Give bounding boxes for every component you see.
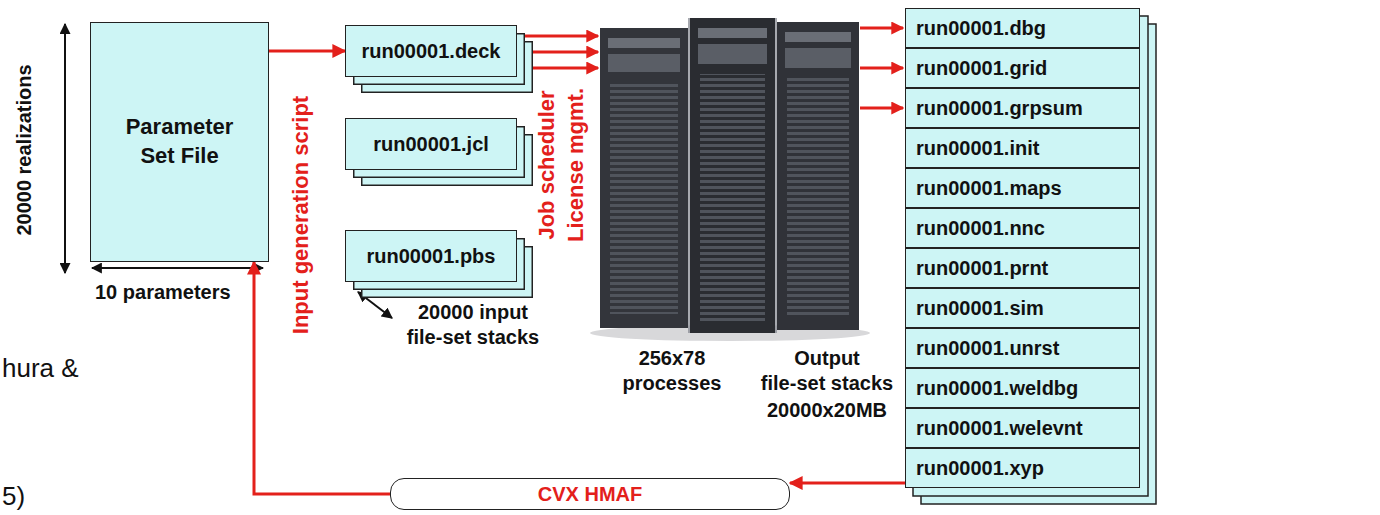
output-arrow <box>860 107 903 110</box>
job-arrow <box>520 35 598 38</box>
dimension-label: 20000 realizations <box>12 64 37 235</box>
flow-arrow <box>790 482 905 485</box>
box-text: run00001.pbs <box>367 243 496 269</box>
flow-arrow <box>254 262 390 494</box>
flow-arrow <box>269 50 345 53</box>
box-text: run00001.weldbg <box>916 375 1078 401</box>
box-text: run00001.xyp <box>916 455 1044 481</box>
dimension-arrow <box>92 267 263 269</box>
output-file-row: run00001.init <box>905 128 1140 168</box>
job-arrow <box>520 51 598 54</box>
rack-unit <box>608 38 680 48</box>
parameter-file-box: Parameter Set File <box>90 22 269 262</box>
dimension-arrow <box>358 292 392 318</box>
caption-label: Output <box>752 346 902 371</box>
box-text: run00001.init <box>916 135 1039 161</box>
output-file-row: run00001.sim <box>905 288 1140 328</box>
rack-edge <box>775 18 777 333</box>
caption-label: file-set stacks <box>752 371 902 396</box>
output-file-row: run00001.xyp <box>905 448 1140 488</box>
output-file-row: run00001.dbg <box>905 8 1140 48</box>
process-box: CVX HMAF <box>390 478 790 510</box>
box-text: run00001.nnc <box>916 215 1045 241</box>
output-file-row: run00001.grid <box>905 48 1140 88</box>
rack-slots <box>787 78 849 318</box>
rack-unit <box>608 54 680 72</box>
output-file-row: run00001.prnt <box>905 248 1140 288</box>
output-file-row: run00001.unrst <box>905 328 1140 368</box>
rack-slots <box>610 84 678 314</box>
dimension-label: 20000 input file-set stacks <box>398 300 548 350</box>
citation-fragment: 5) <box>2 480 25 513</box>
output-file-row: run00001.maps <box>905 168 1140 208</box>
input-file-box: run00001.pbs <box>345 230 517 282</box>
rack-edge <box>688 18 690 333</box>
server-rack <box>777 22 859 330</box>
box-text: run00001.grpsum <box>916 95 1083 121</box>
rack-unit <box>785 32 851 42</box>
box-text: run00001.maps <box>916 175 1062 201</box>
output-arrow <box>860 67 903 70</box>
box-text: CVX HMAF <box>538 481 642 507</box>
box-text: run00001.sim <box>916 295 1044 321</box>
box-text: run00001.prnt <box>916 255 1048 281</box>
rack-slots <box>700 74 765 322</box>
output-file-row: run00001.grpsum <box>905 88 1140 128</box>
box-text: Parameter Set File <box>121 113 238 170</box>
citation-fragment: hura & <box>2 352 79 385</box>
output-file-row: run00001.welevnt <box>905 408 1140 448</box>
process-label: License mgmt. <box>562 88 590 242</box>
server-rack <box>600 28 688 328</box>
rack-unit <box>698 44 767 64</box>
rack-unit <box>785 48 851 68</box>
box-text: run00001.deck <box>362 38 501 64</box>
output-file-row: run00001.weldbg <box>905 368 1140 408</box>
caption-label: 256x78 processes <box>612 346 732 396</box>
process-label: Job scheduler <box>533 90 561 239</box>
dimension-label: 10 parameters <box>95 280 231 305</box>
box-text: run00001.grid <box>916 55 1047 81</box>
output-file-row: run00001.nnc <box>905 208 1140 248</box>
input-file-box: run00001.deck <box>345 25 517 77</box>
process-label: Input generation script <box>287 96 315 334</box>
box-text: run00001.welevnt <box>916 415 1083 441</box>
box-text: run00001.dbg <box>916 15 1046 41</box>
box-text: run00001.jcl <box>373 131 489 157</box>
box-text: run00001.unrst <box>916 335 1059 361</box>
server-rack <box>690 18 775 333</box>
output-arrow <box>860 27 903 30</box>
job-arrow <box>520 67 598 70</box>
caption-label: 20000x20MB <box>752 398 902 423</box>
rack-unit <box>698 28 767 38</box>
dimension-arrow <box>64 24 66 273</box>
input-file-box: run00001.jcl <box>345 118 517 170</box>
